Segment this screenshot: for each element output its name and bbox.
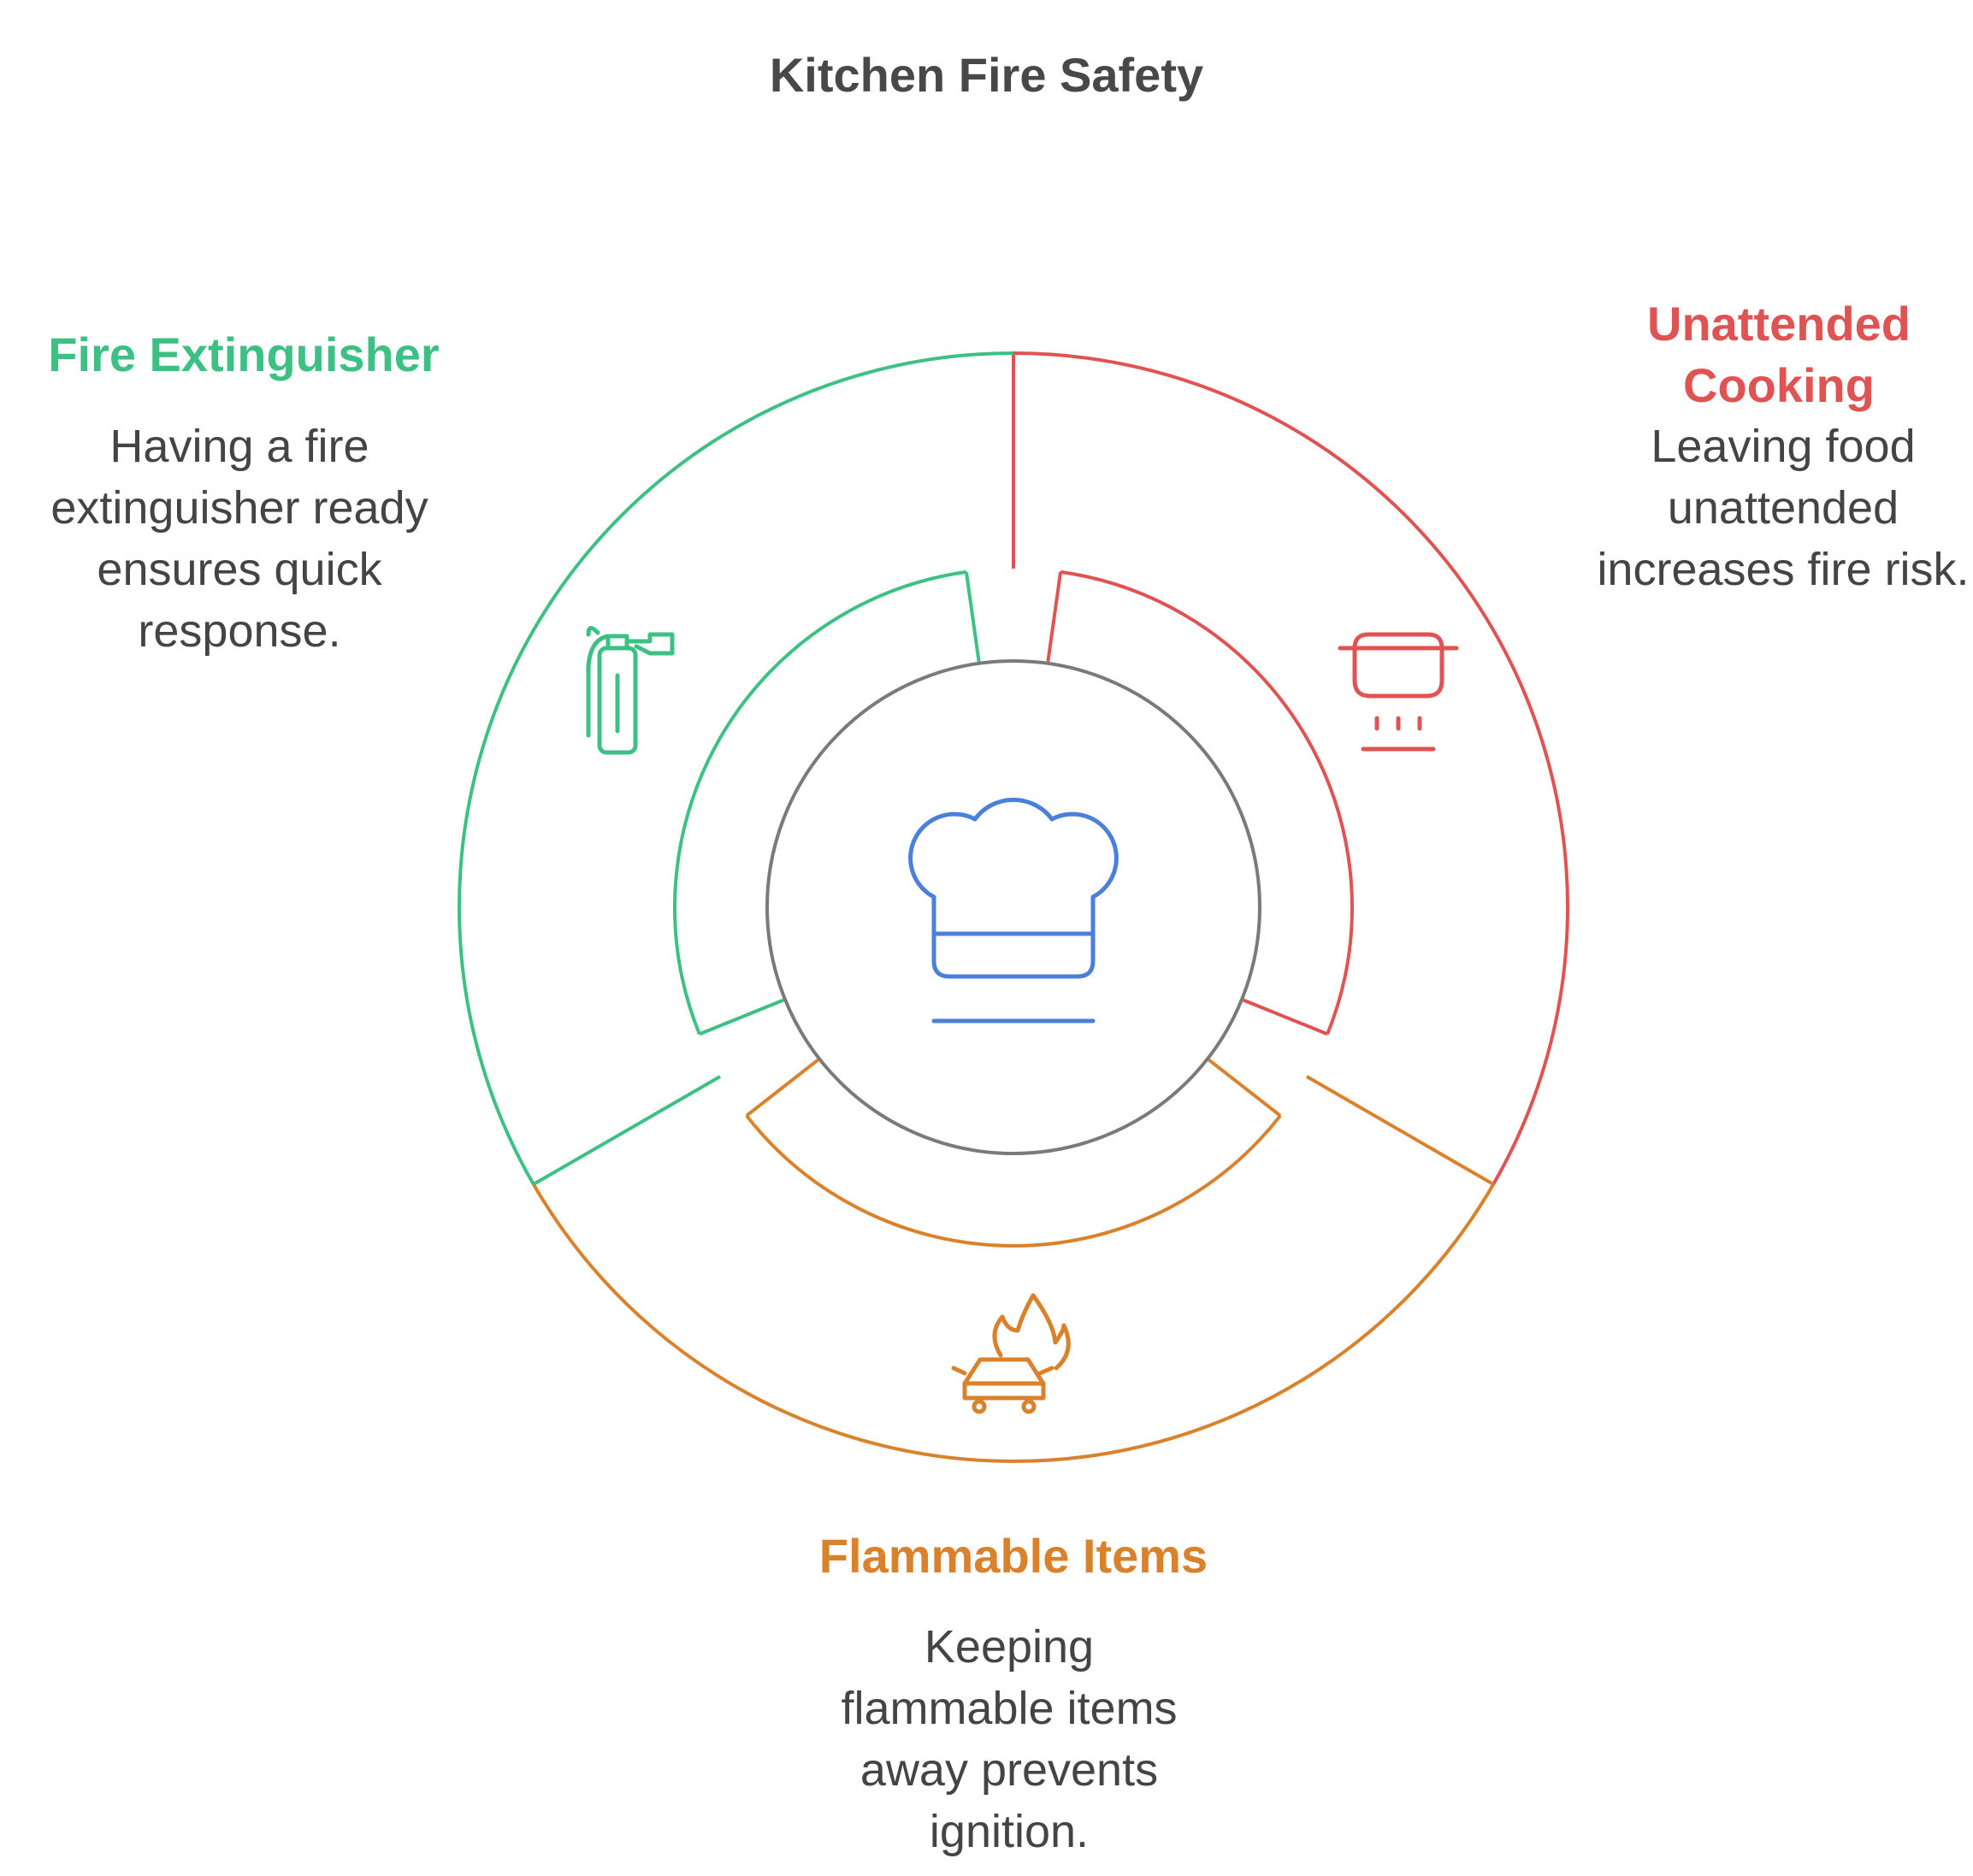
flammable-items-title: Flammable Items: [757, 1525, 1270, 1587]
unattended-cooking-desc-line-2: unattended: [1667, 482, 1899, 534]
flammable-items-description: Keeping flammable items away prevents ig…: [774, 1616, 1244, 1862]
outer-segment-fire-extinguisher-connector-2: [964, 571, 981, 663]
fire-extinguisher-desc-line-2: extinguisher ready: [50, 482, 428, 534]
outer-segment-flammable-items-connector-1: [1208, 1058, 1282, 1118]
outer-segment-fire-extinguisher-connector-1: [699, 998, 784, 1036]
outer-segment-flammable-items: [532, 1114, 1495, 1463]
outer-segment-unattended-cooking-connector-1: [1046, 571, 1063, 663]
fire-extinguisher-desc-line-1: Having a fire: [109, 421, 369, 472]
unattended-cooking-title-line-1: Unattended: [1647, 297, 1911, 351]
flammable-items-desc-line-2: flammable items: [841, 1683, 1178, 1734]
unattended-cooking-title: Unattended Cooking: [1565, 293, 1973, 416]
diagram-title: Kitchen Fire Safety: [769, 48, 1204, 102]
car-fire-icon: [951, 1293, 1071, 1414]
unattended-cooking-desc-line-1: Leaving food: [1651, 421, 1916, 472]
outer-segment-fire-extinguisher-divider: [532, 1075, 722, 1186]
fire-extinguisher-icon: [586, 626, 675, 755]
chef-hat-icon: [908, 797, 1119, 1024]
unattended-cooking-title-line-2: Cooking: [1683, 358, 1875, 412]
unattended-cooking-description: Leaving food unattended increases fire r…: [1565, 416, 1973, 600]
flammable-items-title-text: Flammable Items: [818, 1529, 1208, 1583]
fire-extinguisher-description: Having a fire extinguisher ready ensures…: [17, 416, 462, 662]
cooking-pot-icon: [1338, 632, 1459, 752]
flammable-items-desc-line-1: Keeping: [924, 1621, 1095, 1672]
outer-segment-unattended-cooking: [1013, 351, 1569, 1185]
fire-extinguisher-desc-line-4: response.: [138, 605, 341, 657]
unattended-cooking-desc-line-3: increases fire risk.: [1597, 544, 1970, 595]
flammable-items-desc-line-3: away prevents: [859, 1744, 1159, 1796]
flammable-items-desc-line-4: ignition.: [929, 1806, 1090, 1857]
outer-segment-fire-extinguisher: [458, 351, 1014, 1185]
fire-extinguisher-title-text: Fire Extinguisher: [48, 327, 440, 381]
fire-extinguisher-title: Fire Extinguisher: [26, 324, 462, 386]
outer-segment-unattended-cooking-connector-2: [1243, 998, 1328, 1036]
fire-extinguisher-desc-line-3: ensures quick: [97, 544, 382, 595]
outer-segment-flammable-items-divider: [1305, 1075, 1495, 1186]
outer-segment-flammable-items-connector-2: [745, 1058, 819, 1118]
center-circle: [765, 659, 1261, 1155]
